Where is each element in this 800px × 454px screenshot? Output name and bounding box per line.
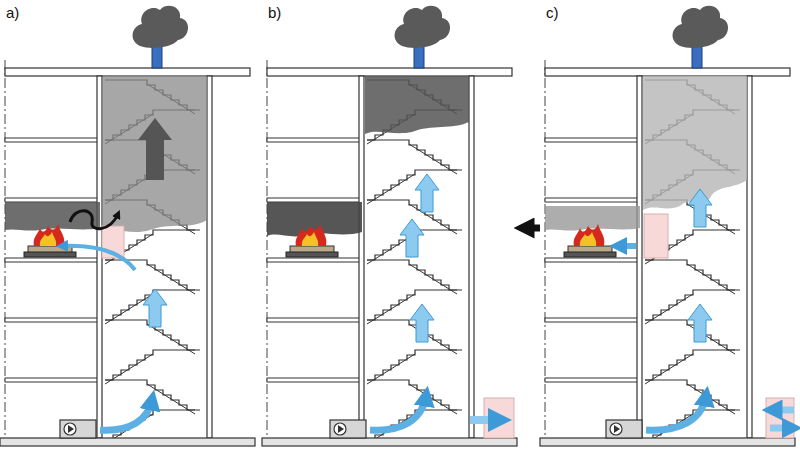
smoke-layer bbox=[5, 202, 100, 231]
air-flow-arrow bbox=[410, 304, 434, 342]
air-flow-arrow bbox=[770, 425, 792, 432]
fire bbox=[564, 224, 616, 257]
panel-c bbox=[524, 6, 795, 446]
air-flow-arrow bbox=[688, 189, 712, 227]
fire bbox=[24, 224, 76, 257]
pressurization-fan bbox=[606, 420, 642, 438]
air-flow-arrow bbox=[646, 396, 706, 430]
building-section bbox=[0, 6, 255, 446]
smoke-return-arrow bbox=[70, 211, 118, 229]
air-flow-arrow bbox=[688, 304, 712, 342]
smoke-exhaust-arrow bbox=[524, 225, 540, 232]
air-flow-arrow bbox=[415, 174, 439, 212]
air-flow-arrow bbox=[470, 416, 500, 424]
panel-b bbox=[262, 6, 517, 446]
air-flow-arrow bbox=[143, 289, 167, 327]
air-flow-arrow bbox=[100, 400, 152, 430]
smoke-arrow bbox=[138, 118, 172, 180]
smoke-shaft bbox=[103, 76, 207, 232]
air-flow-arrow bbox=[618, 243, 636, 249]
fire bbox=[286, 224, 338, 257]
panel-label: a) bbox=[6, 4, 19, 21]
building-section bbox=[262, 6, 517, 446]
air-flow-arrow bbox=[62, 246, 135, 270]
air-flow-arrow bbox=[370, 396, 426, 430]
relief-vent bbox=[766, 398, 794, 438]
building-section bbox=[540, 6, 795, 446]
smoke-shaft bbox=[365, 76, 469, 134]
smoke-shaft bbox=[643, 76, 747, 210]
air-flow-arrow bbox=[772, 407, 794, 414]
panel-a bbox=[0, 6, 255, 446]
smoke-layer bbox=[545, 206, 640, 231]
panel-label: b) bbox=[268, 4, 281, 21]
panel-label: c) bbox=[546, 4, 559, 21]
pressurization-fan bbox=[60, 420, 96, 438]
pressurization-fan bbox=[330, 420, 366, 438]
open-door bbox=[644, 214, 668, 258]
air-flow-arrow bbox=[400, 219, 424, 257]
